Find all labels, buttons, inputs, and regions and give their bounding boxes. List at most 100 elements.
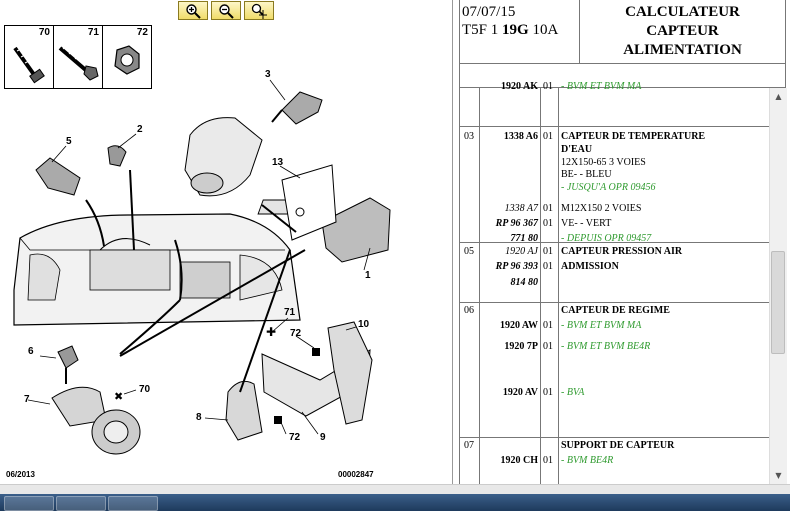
part-reference[interactable]: 1338 A7 [504,202,538,214]
header-title-box: CALCULATEUR CAPTEUR ALIMENTATION [580,0,786,64]
part-description: - DEPUIS OPR 09457 [561,233,652,245]
scroll-thumb[interactable] [771,251,785,354]
callout-number: 13 [272,157,284,168]
taskbar-button[interactable] [56,496,106,511]
part-description: ADMISSION [561,261,619,273]
row-divider [460,437,770,438]
hardware-legend: 70 71 72 [4,25,152,89]
hardware-cell: 71 [54,26,103,88]
hardware-label: 72 [136,27,148,38]
svg-text:✚: ✚ [266,325,276,339]
part-quantity: 01 [543,261,553,273]
part-quantity: 01 [543,131,553,142]
diagram-reference: 00002847 [338,470,374,479]
diagram-panel[interactable]: 70 71 72 [0,0,453,484]
header-date: 07/07/15 [462,4,516,20]
part-description: CAPTEUR DE TEMPERATURE [561,131,706,142]
header-code: T5F 1 19G 10A [462,22,558,39]
part-reference[interactable]: 1338 A6 [503,131,538,142]
part-quantity: 01 [543,455,553,467]
part-reference[interactable]: RP 96 393 [495,261,538,273]
part-description: - BVM ET BVM MA [561,320,642,332]
row-divider [460,242,770,243]
hardware-label: 71 [87,27,99,38]
zoom-out-icon [219,3,234,19]
callout-number: 72 [289,432,301,443]
part-reference[interactable]: 814 80 [510,276,539,288]
part-reference[interactable]: 1920 AW [499,320,538,332]
row-number: 03 [464,131,474,142]
header-code-group: 19G [502,22,529,38]
part-description: 12X150-65 3 VOIES [561,156,646,168]
callout-number: 5 [66,136,72,147]
callout-number: 10 [358,319,370,330]
taskbar [0,494,790,511]
part-description: BE- - BLEU [561,169,612,181]
scroll-down-button[interactable]: ▼ [770,467,787,484]
row-divider [460,126,770,127]
row-number: 07 [464,440,474,451]
part-reference[interactable]: 1920 AJ [505,246,538,257]
callout-number: 2 [137,124,143,135]
zoom-in-button[interactable] [178,1,208,20]
taskbar-button[interactable] [4,496,54,511]
zoom-fit-button[interactable] [244,1,274,20]
part-reference[interactable]: 1920 AK [501,81,538,92]
column-divider [540,88,541,484]
header-title-line: ALIMENTATION [623,42,742,58]
row-divider [460,302,770,303]
column-divider [479,88,480,484]
part-description: - BVM BE4R [561,455,614,467]
part-description: D'EAU [561,143,593,155]
zoom-in-icon [186,3,201,19]
callout-number: 6 [28,346,34,357]
callout-number: 9 [320,432,326,443]
part-description: M12X150 2 VOIES [561,202,642,214]
vertical-scrollbar[interactable]: ▲ ▼ [769,88,787,484]
callout-number: 3 [265,69,271,80]
part-quantity: 01 [543,320,553,332]
row-number: 06 [464,305,474,316]
header-title-line: CALCULATEUR [625,4,740,20]
part-reference[interactable]: RP 96 367 [495,218,538,230]
header-blank-row [459,64,786,88]
arrow-down-icon: ▼ [775,471,782,480]
zoom-fit-icon [251,3,267,19]
callout-number: 8 [196,412,202,423]
scroll-up-button[interactable]: ▲ [770,88,787,105]
part-description: - BVM ET BVM MA [561,81,642,92]
arrow-up-icon: ▲ [775,92,782,101]
zoom-toolbar [178,1,274,21]
part-quantity: 01 [543,246,553,257]
part-description: - BVM ET BVM BE4R [561,340,651,352]
taskbar-button[interactable] [108,496,158,511]
part-quantity: 01 [543,81,553,92]
screw-icon [13,46,45,84]
part-quantity: 01 [543,386,553,398]
nut-icon [114,45,140,75]
callout-number: 71 [284,307,296,318]
callout-number: 72 [290,328,302,339]
part-description: VE- - VERT [561,218,612,230]
callout-number: 7 [24,394,30,405]
part-quantity: 01 [543,218,553,230]
diagram-date: 06/2013 [6,470,35,479]
part-reference[interactable]: 1920 7P [504,340,538,352]
hardware-cell: 72 [103,26,151,88]
header-code-prefix: T5F 1 [462,22,503,38]
header-code-suffix: 10A [528,22,559,38]
zoom-out-button[interactable] [211,1,241,20]
part-reference[interactable]: 1920 AV [502,386,538,398]
column-divider [558,88,559,484]
bolt-icon [58,45,99,81]
part-quantity: 01 [543,202,553,214]
part-reference[interactable]: 771 80 [510,233,539,245]
hardware-cell: 70 [5,26,54,88]
part-reference[interactable]: 1920 CH [500,455,539,467]
part-description: SUPPORT DE CAPTEUR [561,440,675,451]
exploded-view-drawing: ✚ ✖ [13,79,391,455]
horizontal-scrollbar[interactable] [0,484,790,495]
part-description: CAPTEUR DE REGIME [561,305,670,316]
callout-number: 70 [139,384,151,395]
